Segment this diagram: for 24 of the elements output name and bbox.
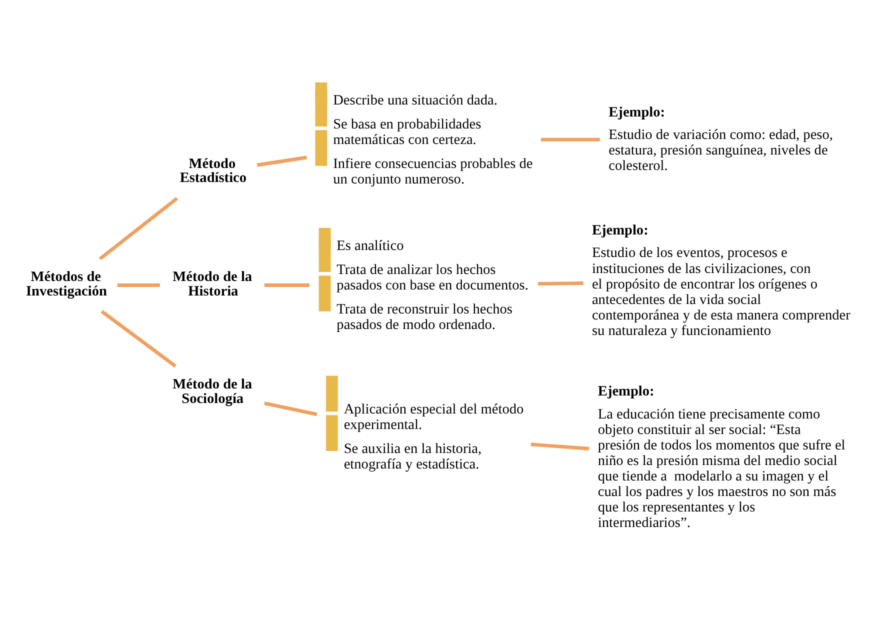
connector — [98, 196, 178, 260]
node-text: Métodos de Investigación — [26, 268, 107, 299]
connector — [530, 442, 590, 450]
connector — [117, 282, 160, 286]
node-text: Ejemplo: Estudio de los eventos, procesos e instituciones de las civilizaciones, con el propósito de encontrar los orígenes o antecedentes de la vida social contemporánea y de esta manera comprender su naturaleza y funcionamiento — [592, 222, 850, 338]
connector — [264, 282, 310, 286]
connector — [538, 280, 584, 286]
connector — [540, 137, 600, 141]
node-text: Método Estadístico — [180, 155, 247, 186]
node-label: Se auxilia en la historia, etnografía y estadística. — [344, 440, 482, 472]
connector — [256, 155, 307, 166]
node-label: Describe una situación dada. — [333, 92, 498, 108]
node-label: Trata de reconstruir los hechos pasados de modo ordenado. — [336, 300, 512, 332]
node-label: Aplicación especial del método experimental. — [344, 401, 524, 433]
node-text: Ejemplo: La educación tiene precisamente como objeto constituir al ser social: “Esta presión de todos los momentos que sufre el niño es la presión misma del medio social que tiende a modelarlo a su imagen y el cual los padres y los maestros no son más que los representantes y los intermediarios”. — [598, 383, 846, 530]
node-text: Ejemplo: Estudio de variación como: edad, peso, estatura, presión sanguínea, niveles de colesterol. — [608, 104, 833, 174]
node-text: Método de la Sociología — [172, 376, 252, 406]
node-label: Trata de analizar los hechos pasados con base en documentos. — [336, 261, 528, 293]
connector — [264, 401, 318, 416]
node-label: Es analítico — [336, 238, 404, 254]
node-label: Infiere consecuencias probables de un conjunto numeroso. — [333, 155, 533, 187]
node-text: Método de la Historia — [172, 268, 252, 299]
node-label: Se basa en probabilidades matemáticas con certeza. — [333, 116, 482, 148]
connector — [100, 309, 176, 368]
